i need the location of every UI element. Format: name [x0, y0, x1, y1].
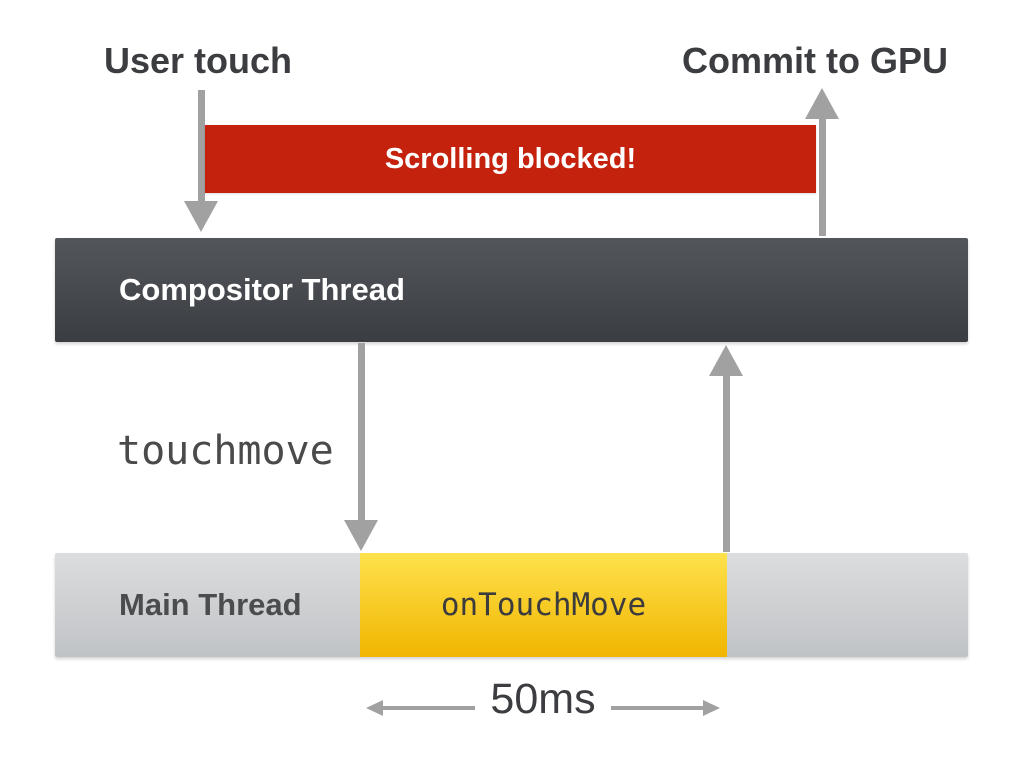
user-touch-label: User touch [104, 40, 293, 81]
arrow-head-left-icon [366, 700, 383, 716]
commit-to-gpu-label: Commit to GPU [682, 40, 948, 81]
arrow-shaft [383, 706, 475, 710]
on-touch-move-label: onTouchMove [440, 587, 647, 623]
main-thread-bar: Main Thread onTouchMove [55, 553, 968, 657]
arrow-head-up-icon [805, 88, 839, 119]
scrolling-blocked-label: Scrolling blocked! [384, 142, 637, 175]
arrow-head-up-icon [709, 345, 743, 376]
compositor-thread-label: Compositor Thread [119, 272, 405, 307]
duration-left-arrow-icon [366, 700, 475, 716]
arrow-shaft [357, 343, 365, 520]
user-touch-down-arrow-icon [184, 90, 218, 232]
arrow-shaft [722, 376, 730, 552]
arrow-shaft [818, 119, 826, 236]
duration-right-arrow-icon [611, 700, 720, 716]
commit-gpu-up-arrow-icon [805, 88, 839, 236]
arrow-head-right-icon [703, 700, 720, 716]
touchmove-down-arrow-icon [344, 343, 378, 551]
main-thread-label: Main Thread [119, 587, 302, 622]
arrow-head-down-icon [184, 201, 218, 232]
touchmove-event-label: touchmove [117, 428, 334, 474]
duration-label: 50ms [490, 675, 596, 723]
arrow-shaft [197, 90, 205, 201]
return-up-arrow-icon [709, 345, 743, 552]
scrolling-blocked-banner: Scrolling blocked! [205, 125, 816, 193]
arrow-shaft [611, 706, 703, 710]
compositor-thread-bar: Compositor Thread [55, 238, 968, 342]
arrow-head-down-icon [344, 520, 378, 551]
on-touch-move-block: onTouchMove [360, 553, 727, 657]
